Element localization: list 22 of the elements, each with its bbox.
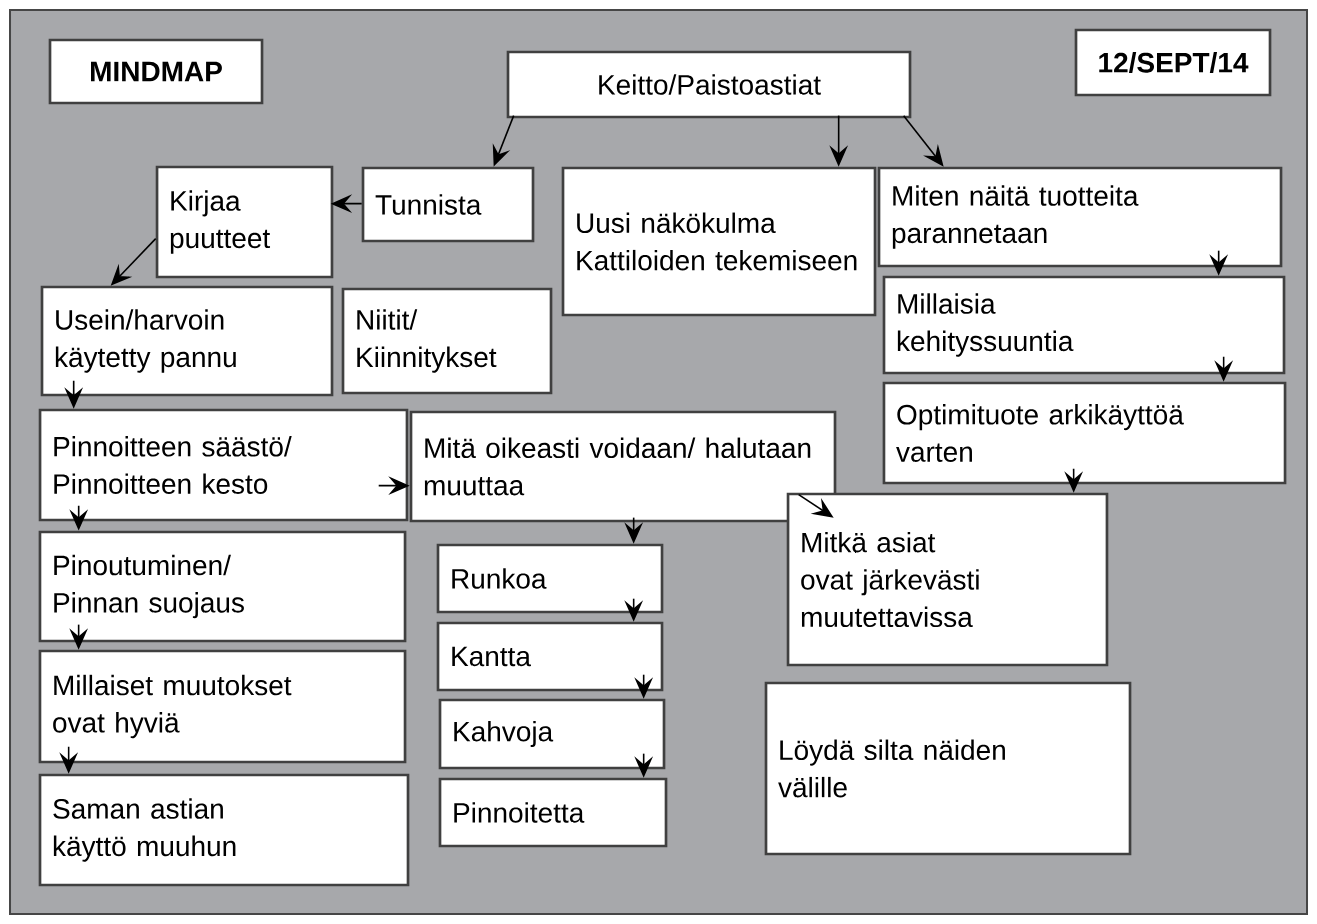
title-box: MINDMAP xyxy=(48,38,264,105)
topic-box: Keitto/Paistoastiat xyxy=(506,50,912,119)
topic-box: Millaisia kehityssuuntia xyxy=(882,275,1286,375)
topic-box: Millaiset muutokset ovat hyviä xyxy=(38,649,407,764)
topic-box: Optimituote arkikäyttöä varten xyxy=(882,381,1287,485)
topic-box: Tunnista xyxy=(361,166,535,243)
topic-box: Usein/harvoin käytetty pannu xyxy=(40,285,334,397)
topic-box: Niitit/ Kiinnitykset xyxy=(341,287,553,395)
topic-box: Runkoa xyxy=(436,543,664,614)
topic-box: Löydä silta näiden välille xyxy=(764,681,1132,856)
topic-box: Saman astian käyttö muuhun xyxy=(38,773,410,887)
topic-box: Kahvoja xyxy=(438,698,666,770)
topic-box: Pinnoitetta xyxy=(438,777,668,848)
topic-box: Uusi näkökulma Kattiloiden tekemiseen xyxy=(561,166,877,317)
topic-box: Miten näitä tuotteita parannetaan xyxy=(877,166,1283,268)
topic-box: Mitä oikeasti voidaan/ halutaan muuttaa xyxy=(409,410,837,523)
topic-box: Pinnoitteen säästö/ Pinnoitteen kesto xyxy=(38,408,409,522)
topic-box: Kirjaa puutteet xyxy=(155,165,334,279)
topic-box: Mitkä asiat ovat järkevästi muutettavissa xyxy=(786,492,1109,667)
title-box: 12/SEPT/14 xyxy=(1074,28,1272,97)
topic-box: Pinoutuminen/ Pinnan suojaus xyxy=(38,530,407,643)
topic-box: Kantta xyxy=(436,621,664,692)
